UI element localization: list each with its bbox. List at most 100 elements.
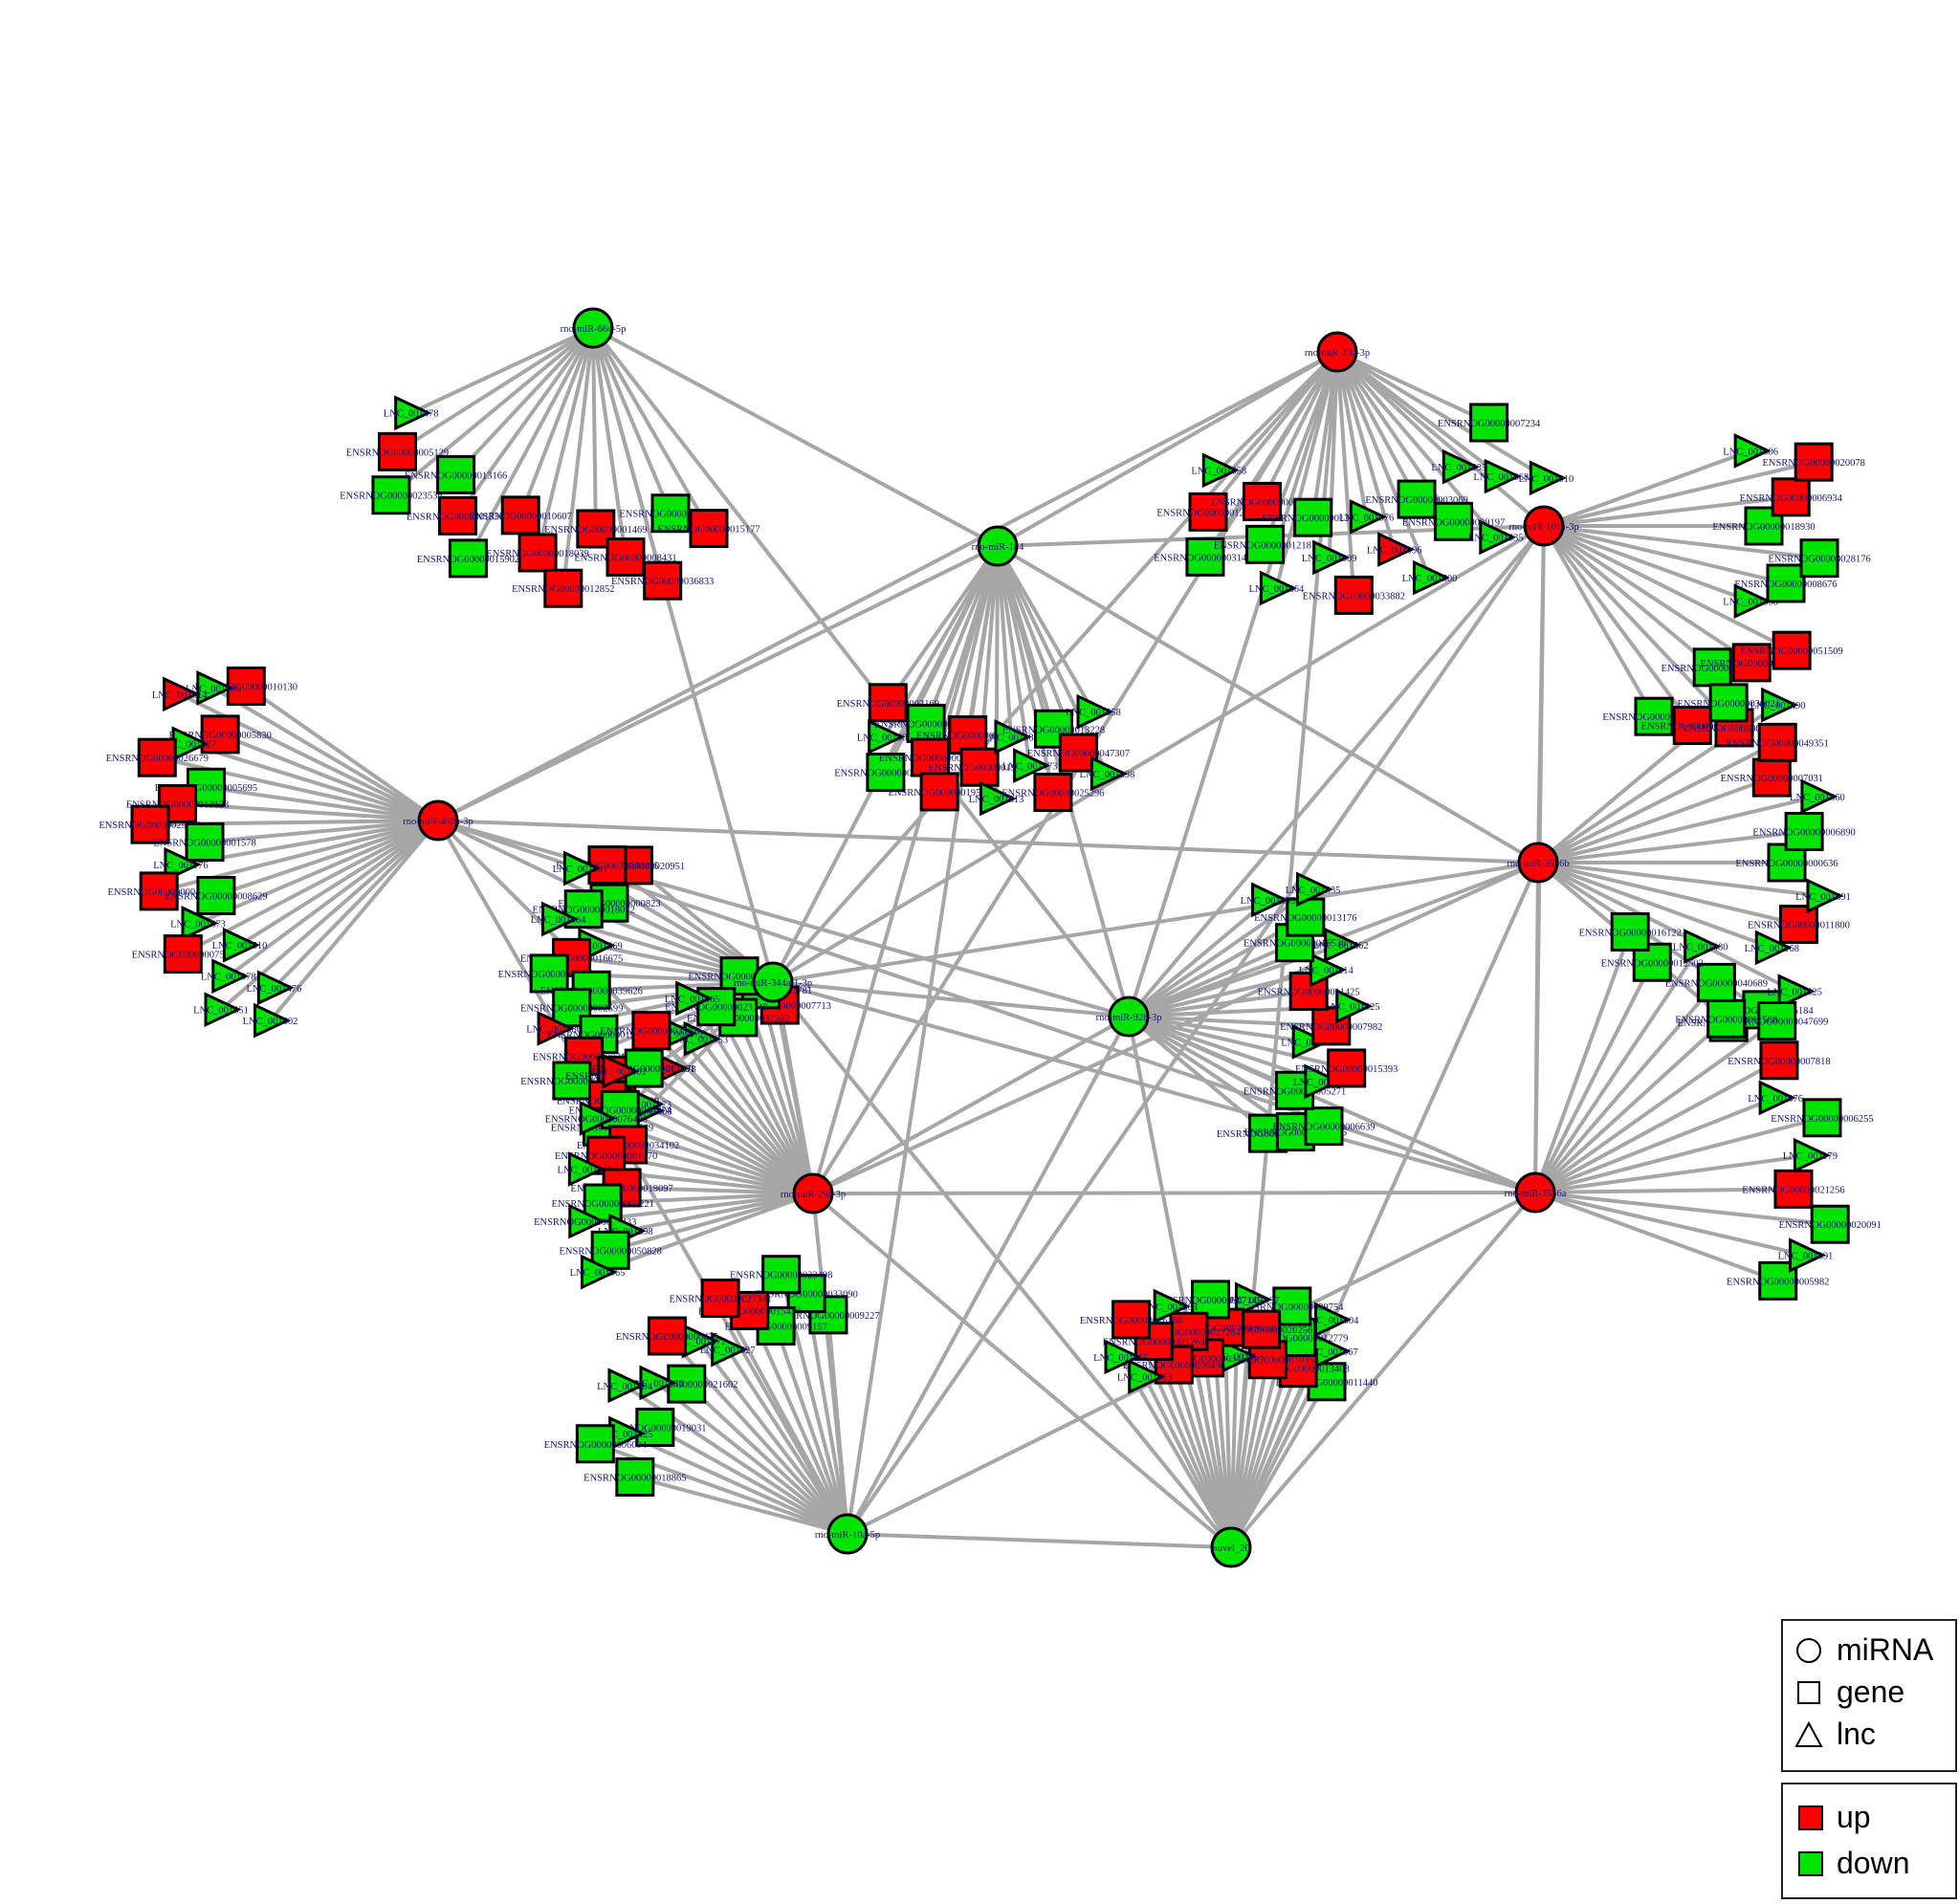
edge-h6-h12 [771, 980, 1233, 1549]
edge-h1-target [455, 326, 595, 517]
node-label: ENSRNOG00000034550 [1154, 1354, 1256, 1365]
edge-h6-h7 [772, 980, 1130, 1018]
node-label: ENSRNOG00000030335 [556, 862, 658, 872]
gene-node-down [615, 1456, 655, 1497]
edge-h5-h8 [437, 819, 1539, 864]
lnc-node-down [1335, 988, 1374, 1024]
node-label: ENSRNOG00000000435 [616, 1332, 718, 1343]
lnc-node-down [394, 395, 432, 431]
mirna-label: rno-miR-344a-1-3p [734, 978, 812, 989]
node-label: ENSRNOG00000008431 [574, 554, 676, 564]
lnc-node-down [1013, 748, 1051, 783]
node-label: ENSRNOG00000026679 [106, 754, 209, 764]
node-label: ENSRNOG00000007145 [1159, 1296, 1262, 1306]
edge-h10-target [1534, 1191, 1806, 1258]
node-label: ENSRNOG00000005749 [1701, 659, 1803, 669]
node-label: ENSRNOG00000027126 [1244, 1128, 1347, 1139]
node-label: LNC_001176 [153, 861, 208, 871]
gene-node-down [185, 821, 225, 862]
edge-h4-target [1543, 524, 1787, 585]
edge-h3-target [996, 545, 1013, 737]
node-label: ENSRNOG00000005129 [346, 448, 449, 458]
node-label: ENSRNOG00000019791 [1641, 722, 1744, 733]
edge-h10-target [1534, 1115, 1823, 1194]
edge-h9-target [584, 1192, 814, 1224]
mirna-label: rno-miR-450a-3p [403, 817, 473, 827]
node-label: ENSRNOG00000016122 [1579, 928, 1682, 938]
gene-node-up [1242, 1309, 1282, 1349]
node-label: ENSRNOG00000001578 [153, 838, 255, 848]
gene-node-up [959, 747, 1000, 787]
node-label: LNC_001098 [1079, 770, 1134, 780]
gene-node-up [1772, 630, 1812, 670]
node-label: ENSRNOG00000011541 [1684, 724, 1786, 734]
lnc-node-down [1201, 452, 1240, 489]
edge-h11-target [718, 1297, 849, 1535]
edge-h5-target [204, 819, 439, 844]
node-label: LNC_001041 [1281, 1038, 1336, 1048]
node-label: ENSRNOG00000005695 [155, 783, 257, 794]
gene-node-down [866, 753, 906, 793]
edge-h5-target [187, 741, 439, 822]
node-label: ENSRNOG00000020256 [1210, 1325, 1312, 1336]
edge-h5-target [197, 819, 439, 926]
node-label: ENSRNOG00000020078 [1763, 458, 1865, 469]
node-label: LNC_001025 [598, 1430, 653, 1440]
node-label: LNC_001027 [700, 1346, 756, 1356]
legend-item-down: down [1794, 1846, 1910, 1881]
lnc-node-down [253, 1002, 292, 1039]
edge-h4-target [1543, 494, 1792, 528]
lnc-node-down [562, 850, 602, 886]
edge-h1-target [409, 326, 594, 415]
lnc-node-down [1733, 432, 1772, 469]
node-label: LNC_001566 [186, 684, 241, 694]
node-label: ENSRNOG00000033090 [756, 1290, 858, 1301]
node-label: LNC_001510 [212, 941, 268, 952]
node-label: LNC_001673 [170, 919, 226, 930]
edge-h9-target [627, 1143, 814, 1195]
lnc-node-down [1793, 1137, 1831, 1173]
node-label: ENSRNOG00000031816 [600, 1027, 702, 1038]
node-label: ENSRNOG00000007508 [132, 951, 234, 961]
node-label: ENSRNOG00000051509 [1740, 646, 1842, 657]
node-label: ENSRNOG00000016675 [520, 953, 623, 964]
node-label: ENSRNOG00000008629 [165, 891, 267, 902]
node-label: ENSRNOG00000018039 [486, 549, 588, 559]
node-label: LNC_001301 [553, 864, 608, 875]
edge-h3-h5 [437, 544, 999, 822]
gene-node-up [919, 772, 959, 812]
edge-h7-target [1128, 940, 1296, 1018]
node-label: ENSRNOG00000023148 [665, 1003, 767, 1014]
edge-h11-target [685, 1382, 849, 1536]
edge-h4-h11 [846, 524, 1546, 1536]
gene-node-down [1706, 998, 1747, 1039]
lnc-node-down [196, 669, 234, 706]
node-label: ENSRNOG00000002599 [520, 1004, 623, 1015]
edge-h11-target [653, 1425, 848, 1536]
up-swatch [1798, 1805, 1823, 1830]
node-label: ENSRNOG00000018930 [1712, 522, 1815, 533]
node-label: ENSRNOG00000007234 [1438, 419, 1541, 429]
node-label: ENSRNOG00000033882 [1303, 591, 1405, 602]
node-label: ENSRNOG00000011568 [1675, 1015, 1777, 1025]
node-label: ENSRNOG00000013128 [126, 799, 229, 810]
edge-h9-target [667, 1066, 815, 1195]
lnc-node-down [1758, 1080, 1796, 1116]
node-label: LNC_001551 [193, 1006, 249, 1017]
mirna-node-down [826, 1513, 869, 1555]
edge-h8-target [1537, 861, 1795, 994]
node-label: LNC_001376 [1339, 513, 1395, 523]
edge-h2-target [1335, 350, 1548, 480]
node-label: ENSRNOG00000009157 [724, 1323, 826, 1333]
edge-h2-target [1206, 350, 1339, 514]
mirna-node-down [1210, 1526, 1252, 1568]
gene-node-down [448, 538, 488, 579]
node-label: LNC_001473 [616, 1101, 671, 1111]
edge-h4-h6 [771, 524, 1546, 984]
node-label: ENSRNOG00000011440 [1276, 1378, 1378, 1389]
gene-node-up [137, 737, 177, 777]
gene-node-down [1696, 962, 1736, 1002]
gene-node-up [1033, 773, 1073, 813]
edge-h2-target [1335, 350, 1503, 478]
gene-node-up [500, 495, 540, 536]
